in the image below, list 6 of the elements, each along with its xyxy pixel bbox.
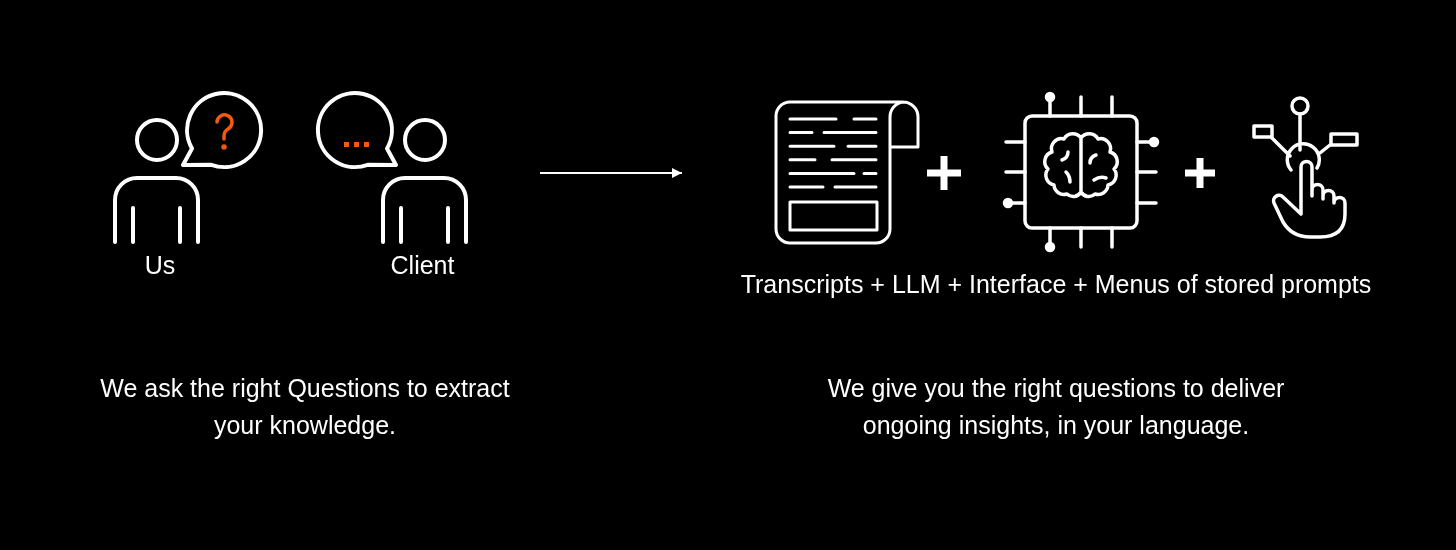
component-list-text: Transcripts + LLM + Interface + Menus of stored prompts — [739, 269, 1373, 300]
person-label: Us — [143, 250, 177, 281]
caption-text: We give you the right questions to deliver ongoing insights, in your language. — [826, 373, 1286, 441]
arrow — [539, 168, 683, 178]
caption-text: We ask the right Questions to extract your knowledge. — [99, 373, 511, 441]
person-label: Client — [389, 250, 456, 281]
